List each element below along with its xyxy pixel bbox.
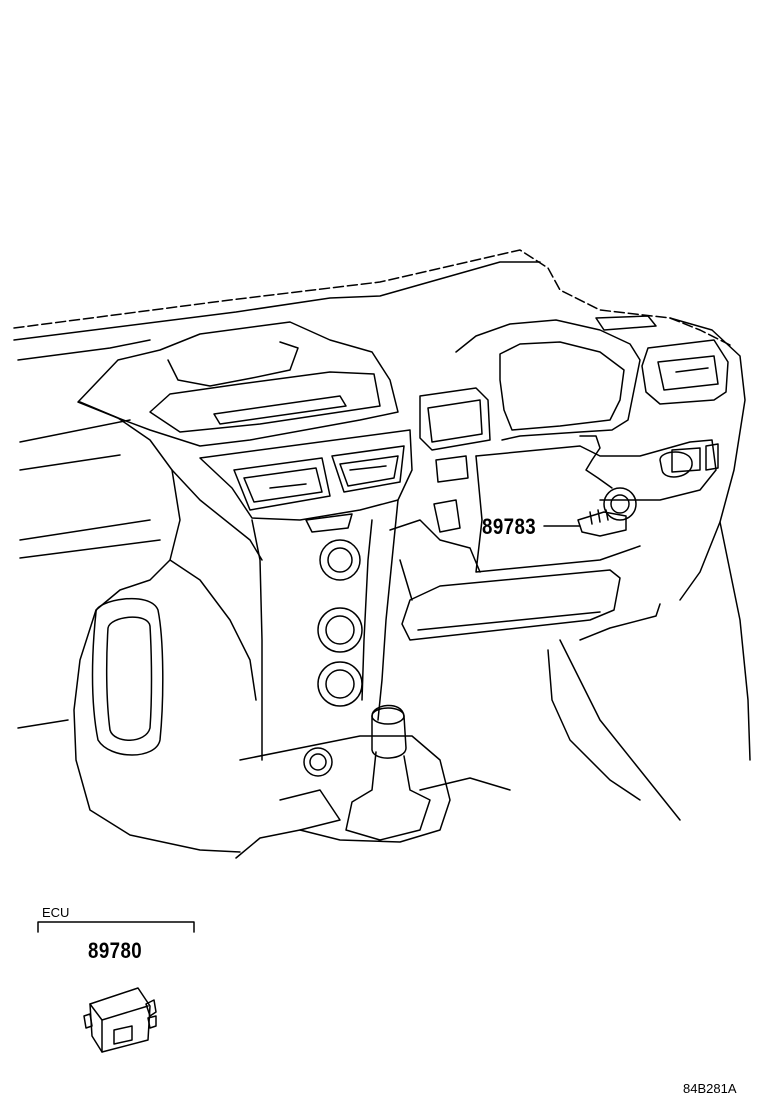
drawing-code: 84B281A: [683, 1081, 737, 1096]
ecu-group-label: ECU: [42, 905, 70, 920]
immobiliser-coil-sensor-icon: [577, 435, 637, 537]
dashboard-line-art-icon: [13, 249, 751, 859]
ecu-module-icon: [83, 987, 157, 1053]
part-number-89780: 89780: [88, 938, 143, 963]
part-number-89783: 89783: [482, 514, 537, 539]
ecu-group-bracket: [37, 921, 195, 933]
